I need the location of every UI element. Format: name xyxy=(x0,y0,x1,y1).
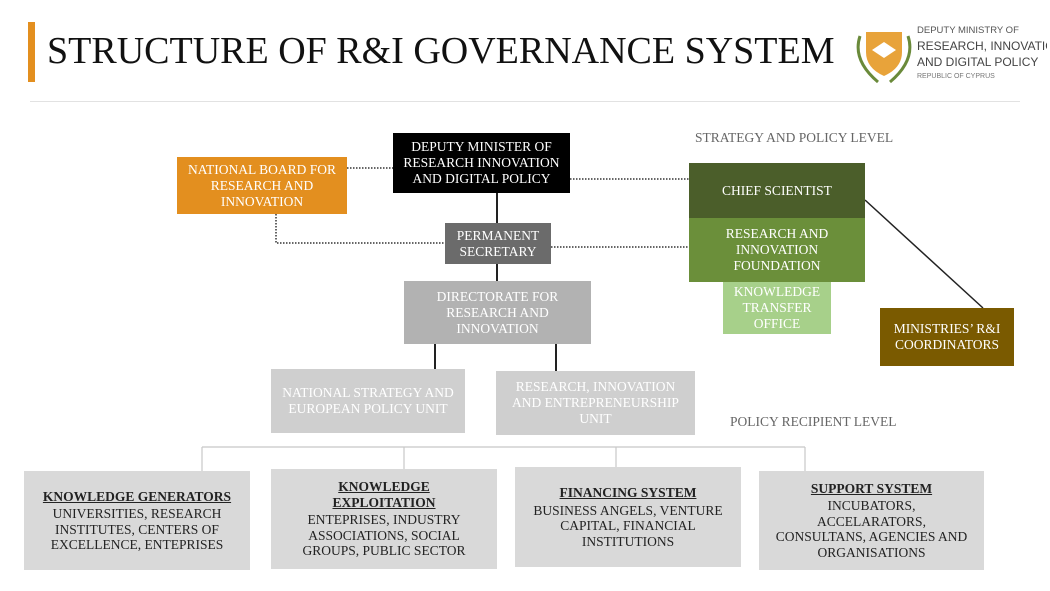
strategy-level-label: STRATEGY AND POLICY LEVEL xyxy=(695,130,894,145)
strategy-unit-box: NATIONAL STRATEGY AND EUROPEAN POLICY UN… xyxy=(271,369,465,433)
recipient-box: FINANCING SYSTEM BUSINESS ANGELS, VENTURE… xyxy=(515,467,741,567)
ministries-box: MINISTRIES’ R&I COORDINATORS xyxy=(880,308,1014,366)
recipient-box: SUPPORT SYSTEM INCUBATORS, ACCELARATORS, … xyxy=(759,471,984,570)
rie-unit-box: RESEARCH, INNOVATION AND ENTREPRENEURSHI… xyxy=(496,371,695,435)
recipient-heading: KNOWLEDGE EXPLOITATION xyxy=(332,479,436,510)
recipient-body: UNIVERSITIES, RESEARCH INSTITUTES, CENTE… xyxy=(50,506,224,552)
recipient-body: INCUBATORS, ACCELARATORS, CONSULTANS, AG… xyxy=(775,498,968,560)
chief-scientist-box: CHIEF SCIENTIST xyxy=(689,163,865,218)
logo-line3: AND DIGITAL POLICY xyxy=(917,55,1039,69)
recipient-heading: FINANCING SYSTEM xyxy=(559,485,697,500)
logo-line2: RESEARCH, INNOVATION xyxy=(917,39,1047,53)
directorate-label: DIRECTORATE FOR RESEARCH AND INNOVATION xyxy=(436,288,559,336)
deputy-minister-box: DEPUTY MINISTER OF RESEARCH INNOVATION A… xyxy=(393,133,570,193)
national-board-label: NATIONAL BOARD FOR RESEARCH AND INNOVATI… xyxy=(187,161,336,209)
deputy-minister-label: DEPUTY MINISTER OF RESEARCH INNOVATION A… xyxy=(403,139,560,186)
kto-label: KNOWLEDGE TRANSFER OFFICE xyxy=(733,284,821,331)
rie-unit-label: RESEARCH, INNOVATION AND ENTREPRENEURSHI… xyxy=(512,379,679,426)
permanent-secretary-label: PERMANENT SECRETARY xyxy=(456,227,540,259)
recipient-level-label: POLICY RECIPIENT LEVEL xyxy=(730,414,897,429)
foundation-label: RESEARCH AND INNOVATION FOUNDATION xyxy=(725,226,829,273)
recipient-heading: SUPPORT SYSTEM xyxy=(810,480,933,496)
dotted-connector xyxy=(275,214,445,244)
page-title: STRUCTURE OF R&I GOVERNANCE SYSTEM xyxy=(47,30,835,72)
solid-connector xyxy=(864,199,984,309)
directorate-box: DIRECTORATE FOR RESEARCH AND INNOVATION xyxy=(404,281,591,344)
logo-line1: DEPUTY MINISTRY OF xyxy=(917,25,1019,36)
recipient-body: ENTEPRISES, INDUSTRY ASSOCIATIONS, SOCIA… xyxy=(302,512,466,559)
header-divider xyxy=(30,101,1020,102)
foundation-box: RESEARCH AND INNOVATION FOUNDATION xyxy=(689,218,865,282)
accent-bar xyxy=(28,22,35,82)
ministries-label: MINISTRIES’ R&I COORDINATORS xyxy=(893,321,1001,352)
chief-scientist-label: CHIEF SCIENTIST xyxy=(722,182,832,198)
recipient-body: BUSINESS ANGELS, VENTURE CAPITAL, FINANC… xyxy=(533,502,723,549)
recipient-heading: KNOWLEDGE GENERATORS xyxy=(42,488,232,504)
strategy-unit-label: NATIONAL STRATEGY AND EUROPEAN POLICY UN… xyxy=(282,385,454,416)
logo-line4: REPUBLIC OF CYPRUS xyxy=(917,73,995,80)
recipient-box: KNOWLEDGE GENERATORS UNIVERSITIES, RESEAR… xyxy=(24,471,250,570)
national-board-box: NATIONAL BOARD FOR RESEARCH AND INNOVATI… xyxy=(177,157,347,214)
kto-box: KNOWLEDGE TRANSFER OFFICE xyxy=(723,282,831,334)
permanent-secretary-box: PERMANENT SECRETARY xyxy=(445,223,551,264)
